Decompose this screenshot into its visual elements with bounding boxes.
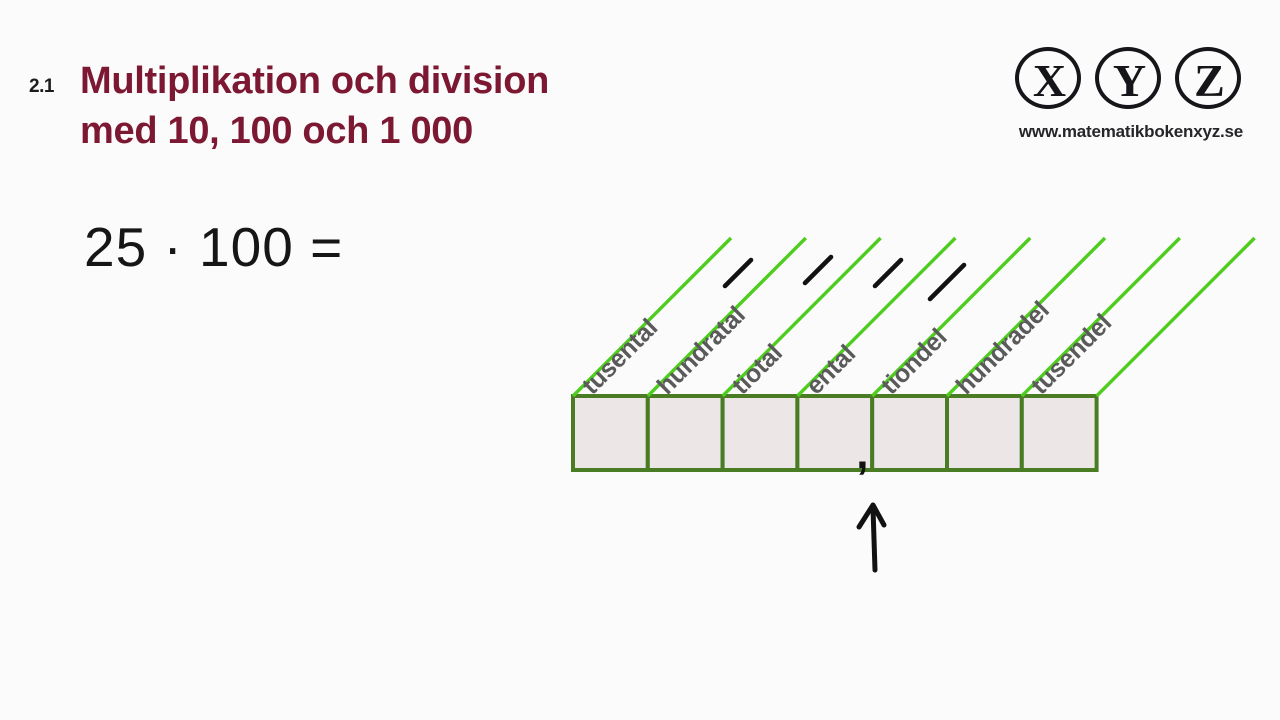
circle-icon	[1015, 47, 1081, 109]
diagonal-line	[721, 236, 882, 398]
arrow-shaft	[870, 505, 878, 573]
logo-url: www.matematikbokenxyz.se	[1018, 122, 1244, 141]
equation-expression: 25 · 100 =	[84, 216, 344, 278]
circle-icon	[1095, 47, 1161, 109]
place-value-box[interactable]	[720, 394, 800, 472]
section-number: 2.1	[29, 76, 54, 97]
place-value-box[interactable]	[870, 394, 950, 472]
place-value-chart-graphic	[571, 236, 1256, 573]
header: 2.1 Multiplikation och division med 10, …	[0, 0, 1280, 180]
logo-letter-marks: X Y Z	[1008, 44, 1254, 116]
brand-logo: X Y Z www.matematikbokenxyz.se	[1008, 44, 1254, 160]
place-value-box[interactable]	[571, 394, 650, 472]
place-value-box[interactable]	[645, 394, 725, 472]
tick-marks	[722, 254, 967, 302]
place-value-box[interactable]	[795, 394, 875, 472]
page-title: Multiplikation och division med 10, 100 …	[80, 56, 680, 156]
diagonal-line	[571, 236, 733, 398]
logo-letter-z: Z	[1175, 45, 1247, 115]
diagonal-line	[796, 236, 957, 398]
logo-letter-z-glyph: Z	[1194, 54, 1225, 106]
diagonal-line	[945, 236, 1107, 398]
page-title-line-1: Multiplikation och division	[80, 60, 550, 102]
tick-mark	[927, 262, 967, 302]
arrow-head-icon	[856, 502, 887, 530]
place-value-box[interactable]	[945, 394, 1024, 472]
place-value-box[interactable]	[1019, 394, 1099, 472]
page-title-line-2: med 10, 100 och 1 000	[80, 110, 473, 153]
diagonal-line	[1020, 236, 1182, 398]
logo-letter-x: X	[1015, 45, 1087, 115]
diagonal-line	[1095, 236, 1256, 398]
diagonal-line	[646, 236, 808, 398]
logo-letter-y: Y	[1095, 45, 1167, 115]
diagonal-line	[870, 236, 1032, 398]
decimal-arrow-annotation	[856, 502, 887, 573]
place-value-diagonal-lines	[571, 236, 1256, 398]
logo-letter-x-glyph: X	[1032, 54, 1067, 106]
decimal-comma: ,	[856, 429, 869, 478]
tick-mark	[872, 257, 904, 289]
tick-mark	[802, 254, 834, 286]
logo-letter-y-glyph: Y	[1112, 54, 1147, 106]
tick-mark	[722, 257, 754, 289]
circle-icon	[1175, 47, 1241, 109]
place-value-boxes	[571, 394, 1099, 472]
